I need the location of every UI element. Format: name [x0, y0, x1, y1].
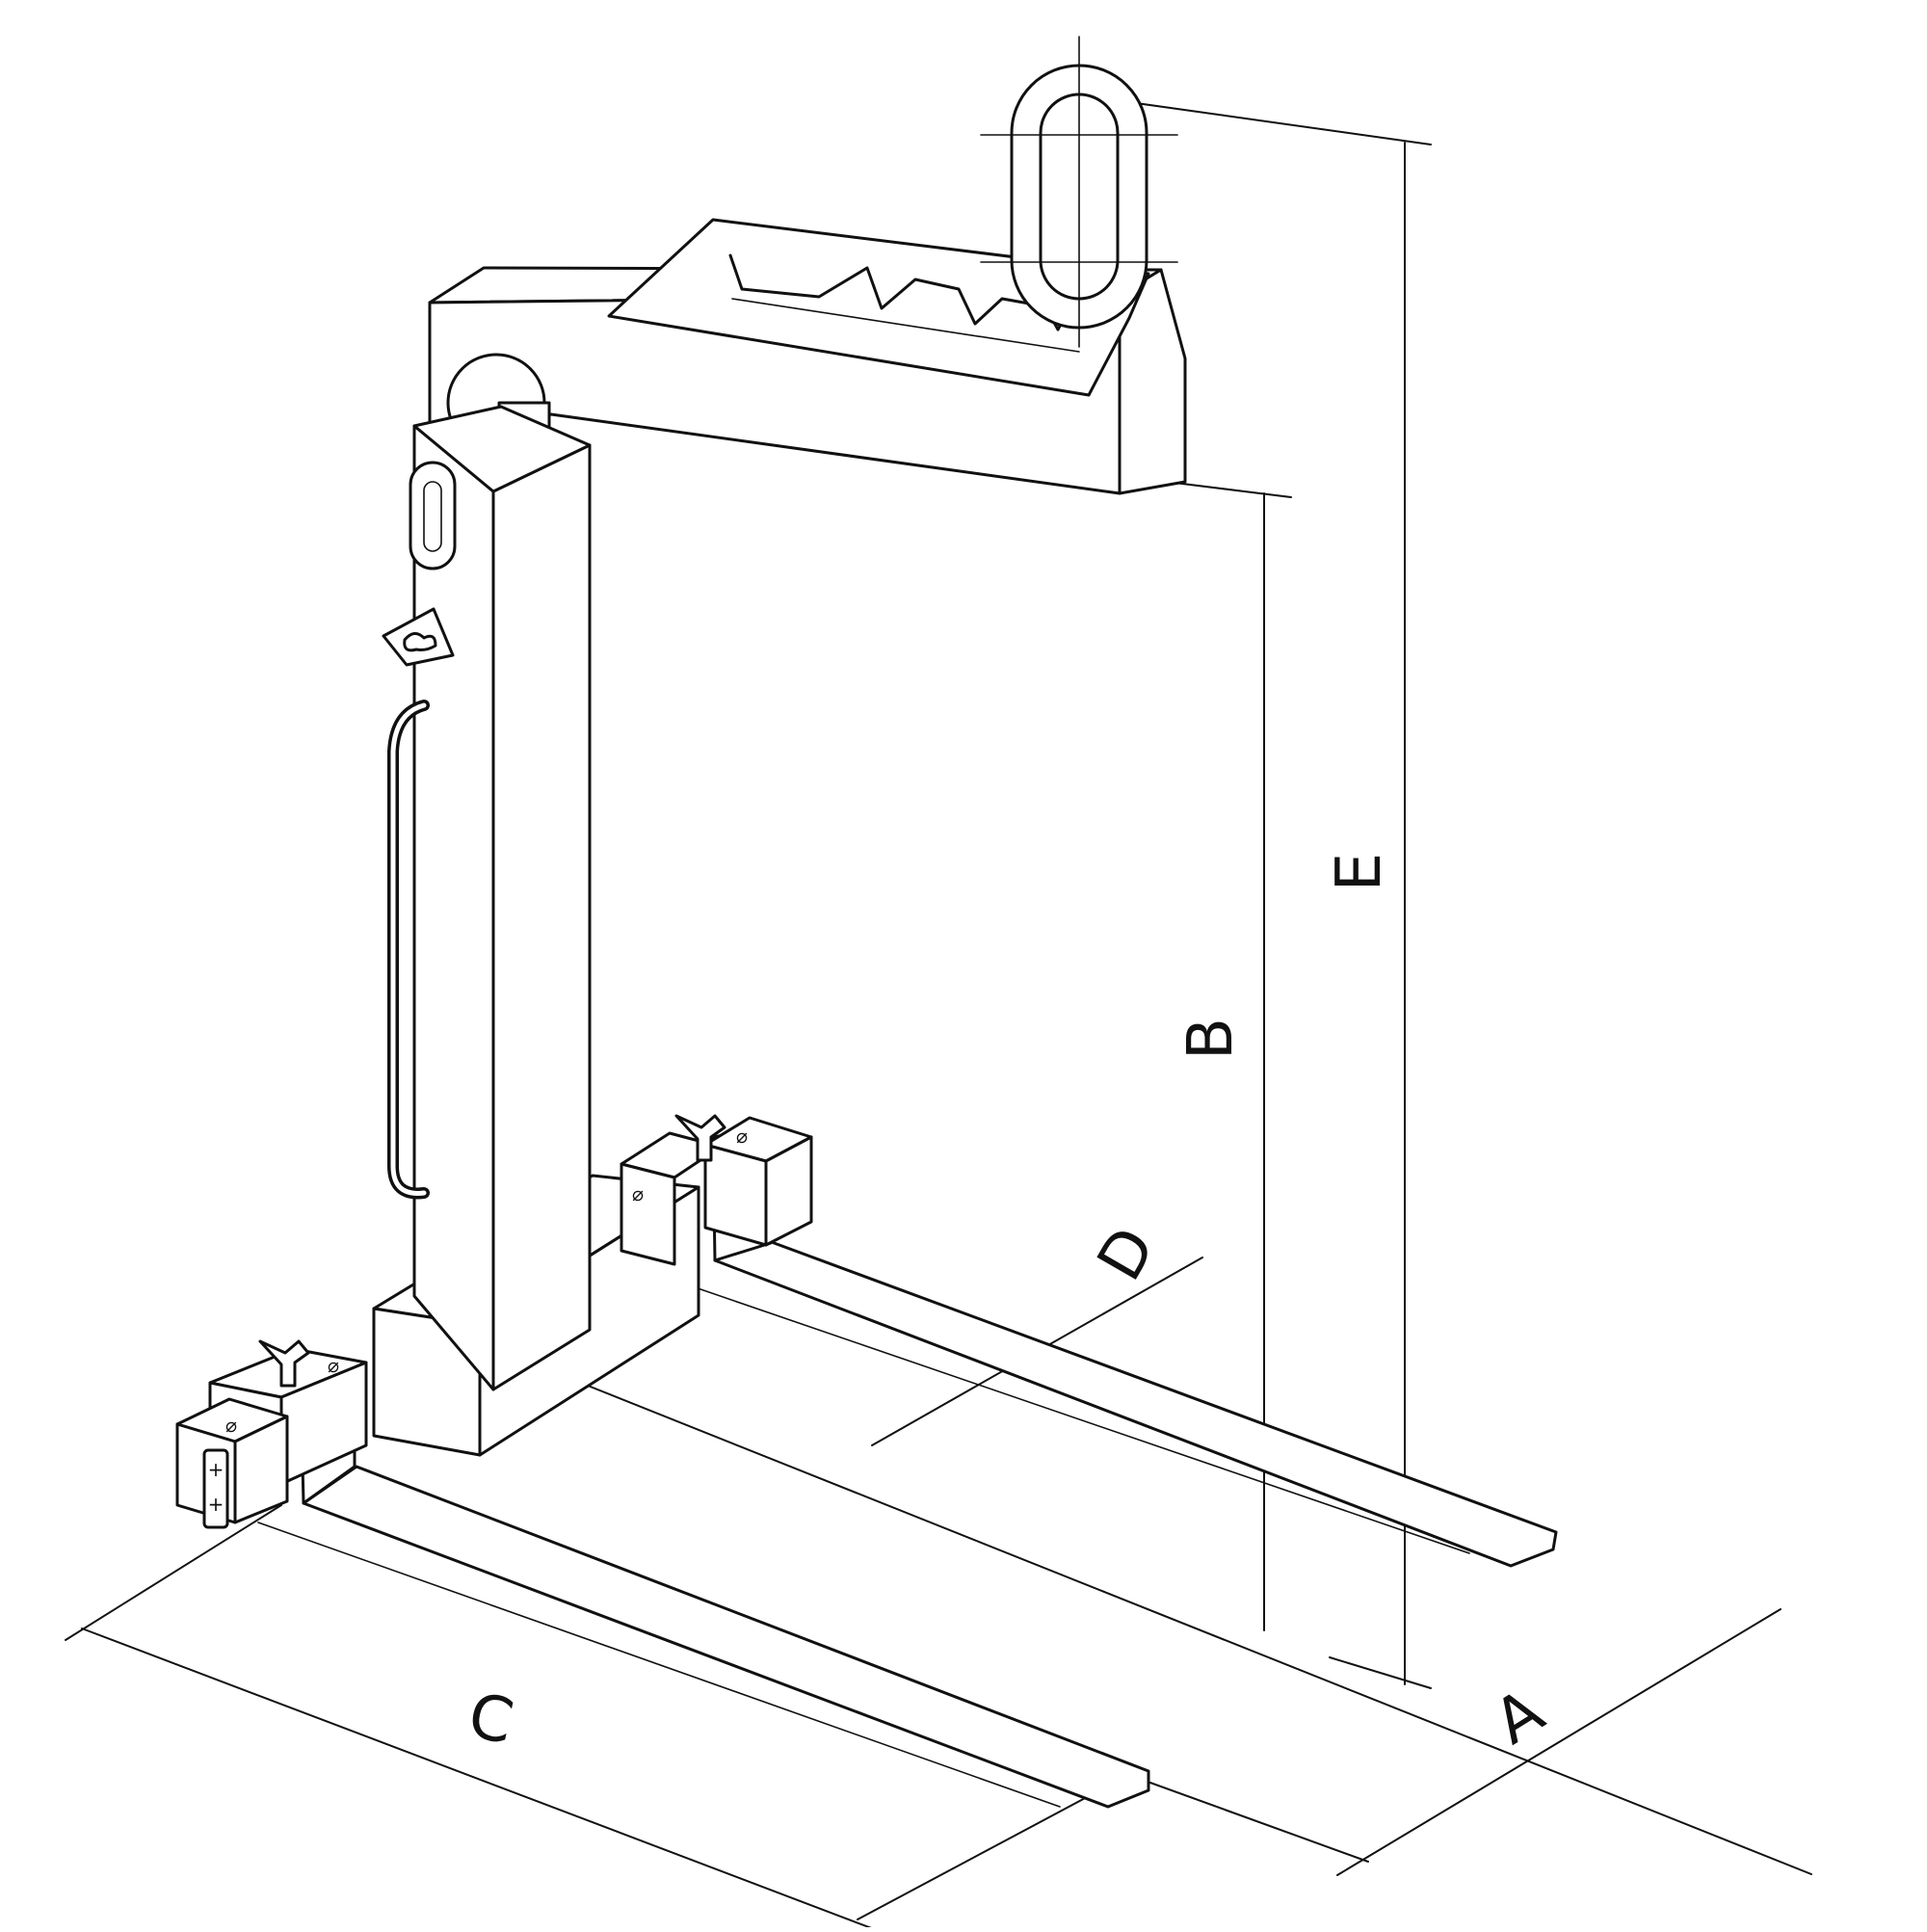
mast-clip-plate-hole [403, 632, 437, 652]
front-lock-diameter-mark: ⌀ [225, 1414, 237, 1437]
dim-a-line [1336, 1608, 1782, 1876]
front-fork-tine [302, 1465, 1150, 1809]
back-carrier-upper-side [703, 1143, 768, 1247]
dim-a-extension-upper [539, 1365, 1812, 1875]
dim-c-extension-tip [857, 1780, 1119, 1920]
dim-c-line [81, 1628, 883, 1932]
back-fork-carrier: ⌀ ⌀ [620, 1114, 813, 1266]
mast-top-face [412, 405, 592, 493]
front-lock-plus-upper: + [208, 1458, 224, 1481]
mast-clip-plate [382, 607, 455, 667]
front-fork-tine-edge [257, 1522, 1061, 1808]
back-carrier-front [620, 1162, 676, 1266]
top-beam-end-face [1118, 268, 1187, 495]
mast-side-eye-ring[interactable] [409, 461, 457, 570]
front-wing-screw-icon[interactable] [258, 1339, 310, 1388]
label-c: C [462, 1681, 519, 1760]
label-d: D [1084, 1216, 1170, 1293]
dim-a-extension-lower [1136, 1777, 1369, 1863]
mast-front-face [491, 443, 592, 1391]
front-lock-pin[interactable] [202, 1448, 229, 1529]
front-carrier-diameter-mark: ⌀ [328, 1354, 339, 1377]
hook-rack-base-line [731, 298, 1080, 353]
mast-handle-highlight [390, 702, 427, 1196]
mast-side-eye-ring-inner [423, 481, 442, 552]
back-carrier-diameter-mark: ⌀ [736, 1125, 748, 1148]
front-lock-plus-lower: + [208, 1493, 224, 1516]
dimension-lines [65, 93, 1812, 1932]
front-fork-carrier: + + ⌀ ⌀ [175, 1339, 368, 1529]
lifting-shackle[interactable] [980, 36, 1178, 348]
vertical-mast [382, 405, 592, 1391]
label-b: B [1175, 1018, 1247, 1060]
mast-side-face [412, 424, 495, 1391]
back-fork-tine-edge [672, 1279, 1470, 1554]
dim-e-extension-bottom [1329, 1656, 1432, 1689]
back-wing-screw-icon[interactable] [674, 1114, 726, 1162]
label-e: E [1324, 853, 1395, 891]
back-fork-tine [713, 1239, 1558, 1568]
back-beam-diameter-mark: ⌀ [632, 1182, 644, 1205]
dim-c-extension-front [65, 1504, 282, 1641]
